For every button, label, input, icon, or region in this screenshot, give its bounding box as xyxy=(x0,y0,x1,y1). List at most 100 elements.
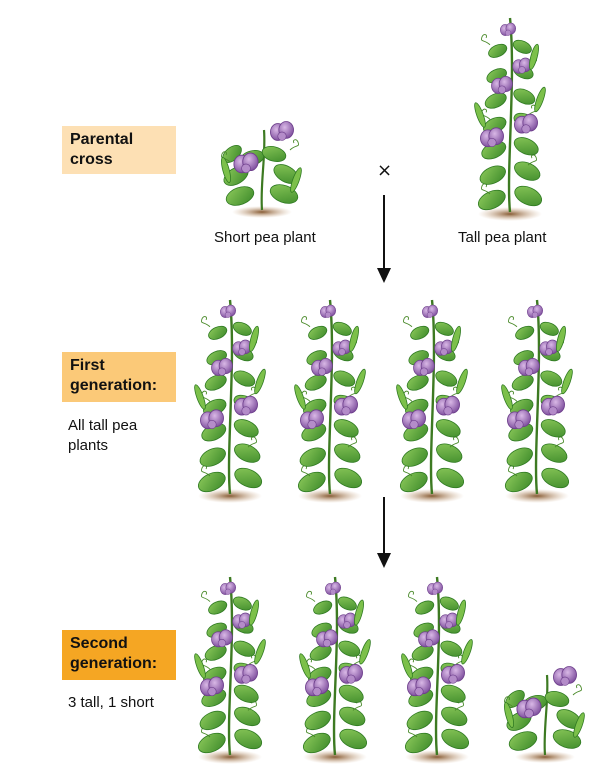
soil-shadow xyxy=(303,750,367,764)
pea-pod xyxy=(529,43,539,70)
flower-icon xyxy=(518,358,540,376)
pea-pod xyxy=(249,599,259,626)
second-generation-title-line2: generation: xyxy=(70,655,158,672)
flower-icon xyxy=(337,612,357,629)
pea-pod xyxy=(534,86,546,113)
tendril xyxy=(301,316,311,328)
leaf xyxy=(304,374,327,391)
leaf xyxy=(234,706,261,727)
leaf xyxy=(261,146,287,162)
first-generation-description-line2: plants xyxy=(68,437,109,454)
leaf xyxy=(204,644,227,661)
tendril xyxy=(508,465,518,477)
leaf xyxy=(410,325,430,340)
first-generation-title-line1: First xyxy=(70,357,105,374)
leaf xyxy=(232,596,252,611)
arrow-parental-to-first xyxy=(377,195,391,283)
pea-pod xyxy=(573,712,585,738)
soil-shadow xyxy=(515,751,575,763)
tendril xyxy=(403,465,413,477)
leaf xyxy=(406,710,433,731)
flower-icon xyxy=(211,629,233,648)
flower-icon xyxy=(436,395,460,416)
tendril xyxy=(306,590,316,602)
flower-icon xyxy=(541,395,565,416)
pea-pod xyxy=(194,384,206,410)
flower-icon xyxy=(220,304,236,318)
leaf xyxy=(488,43,508,58)
parental-cross-label: Parental cross xyxy=(62,126,176,174)
leaf xyxy=(339,706,366,727)
first-gen-tall-plant-3 xyxy=(396,299,468,503)
leaf xyxy=(204,374,227,391)
leaf xyxy=(540,370,563,387)
short-pea-plant-caption: Short pea plant xyxy=(214,229,316,246)
tendril xyxy=(201,316,211,328)
leaf xyxy=(208,600,228,615)
second-gen-tall-plant-3 xyxy=(401,576,473,764)
second-generation-description: 3 tall, 1 short xyxy=(68,693,154,713)
pea-pod xyxy=(299,653,311,679)
leaf xyxy=(233,684,259,703)
arrow-first-to-second xyxy=(377,497,391,568)
pea-pod xyxy=(221,157,231,183)
stem xyxy=(332,576,339,756)
second-generation-label: Second generation: xyxy=(62,630,176,680)
leaf xyxy=(234,443,261,463)
tendril xyxy=(306,658,316,670)
leaf xyxy=(436,467,465,489)
first-generation-title-line2: generation: xyxy=(70,377,158,394)
tendril xyxy=(504,696,514,708)
flower-icon xyxy=(270,121,294,141)
leaf xyxy=(225,186,255,206)
soil-shadow xyxy=(298,489,362,503)
pea-pod xyxy=(456,599,466,626)
leaf xyxy=(338,640,361,657)
parental-cross-title-line2: cross xyxy=(70,151,113,168)
flower-icon xyxy=(200,409,224,430)
leaf xyxy=(234,728,263,750)
soil-shadow xyxy=(400,489,464,503)
flower-icon xyxy=(234,663,258,684)
tendril xyxy=(508,316,518,328)
leaf xyxy=(199,447,226,467)
pea-pod xyxy=(504,702,514,728)
flower-icon xyxy=(232,339,252,356)
leaf xyxy=(233,419,259,438)
first-generation-description: All tall pea plants xyxy=(68,416,137,456)
flower-icon xyxy=(311,358,333,376)
leaf xyxy=(411,644,434,661)
flower-icon xyxy=(211,358,233,376)
leaf xyxy=(232,321,252,336)
pea-pod xyxy=(556,325,566,352)
tendril xyxy=(201,465,211,477)
flower-icon xyxy=(316,629,338,648)
leaf xyxy=(434,321,454,336)
leaf xyxy=(337,596,357,611)
tall-pea-plant-caption: Tall pea plant xyxy=(458,229,547,246)
flower-icon xyxy=(539,339,559,356)
second-generation-description-line1: 3 tall, 1 short xyxy=(68,694,154,711)
flower-icon xyxy=(413,358,435,376)
pea-pod xyxy=(501,384,513,410)
leaf xyxy=(332,321,352,336)
flower-icon xyxy=(407,676,431,697)
stem xyxy=(429,299,436,495)
stem xyxy=(507,17,514,213)
leaf xyxy=(233,370,256,387)
leaf xyxy=(199,710,226,731)
pea-pod xyxy=(290,167,302,193)
flower-icon xyxy=(427,581,443,595)
stem xyxy=(327,299,334,495)
first-gen-tall-plant-4 xyxy=(501,299,573,503)
flower-icon xyxy=(422,304,438,318)
flower-icon xyxy=(339,663,363,684)
tall-pea-plant xyxy=(474,17,546,221)
tendril xyxy=(403,316,413,328)
stem xyxy=(227,299,234,495)
stem xyxy=(534,299,541,495)
flower-icon xyxy=(334,395,358,416)
leaf xyxy=(541,467,570,489)
leaf xyxy=(441,706,468,727)
